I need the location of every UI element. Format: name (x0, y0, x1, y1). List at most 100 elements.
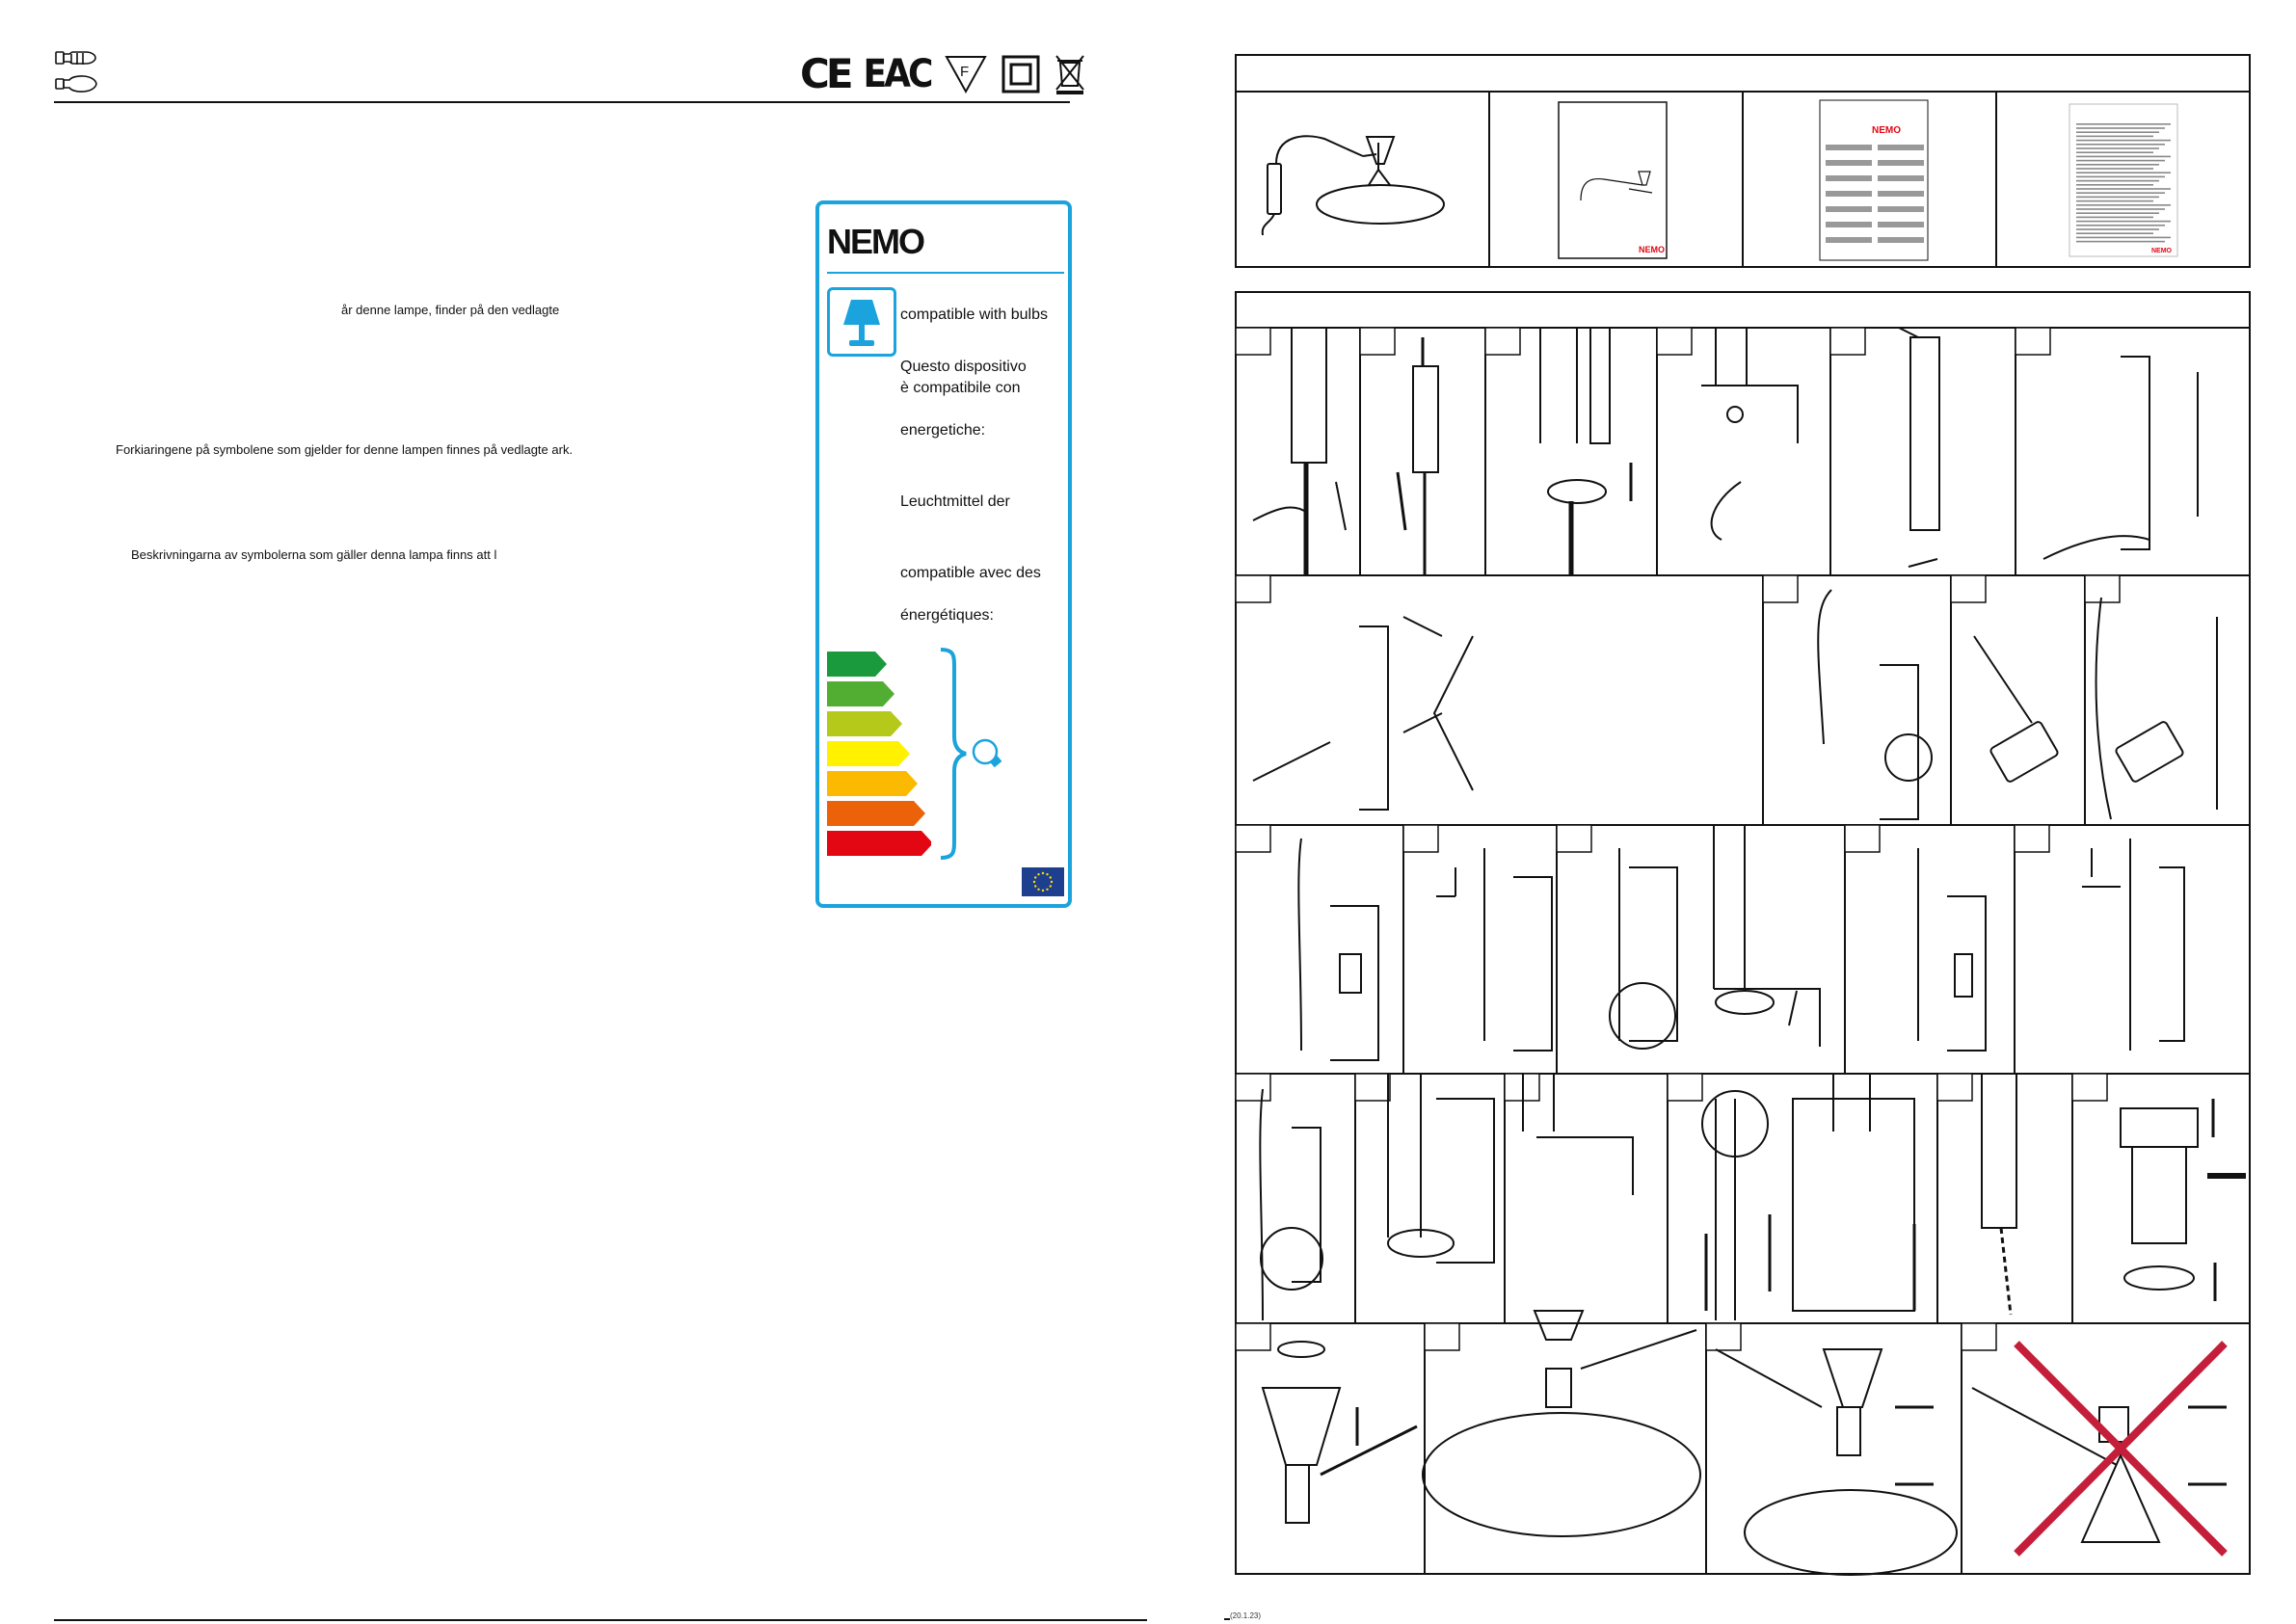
sheet-brand: NEMO (1872, 125, 1901, 136)
energy-label-line-6: compatible avec des (900, 565, 1041, 581)
instruction-sheet-thumbnail: NEMO (1819, 99, 1929, 261)
eu-star (1041, 889, 1045, 892)
symbols-sheet-thumbnail: NEMO (2069, 103, 2178, 257)
symbols-text-line (2076, 131, 2159, 133)
eu-star (1037, 888, 1040, 891)
energy-label-rule (827, 272, 1064, 274)
footer-rule (54, 1619, 1147, 1621)
step-row-4 (1354, 1074, 2073, 1323)
energy-class-arrow (827, 681, 894, 706)
sheet-text-line (1826, 175, 1872, 181)
sheet-text-line (1826, 206, 1872, 212)
sheet-text-line (1878, 237, 1924, 243)
symbols-text-line (2076, 172, 2171, 173)
step-row-1 (1359, 328, 2016, 575)
eu-star (1046, 873, 1049, 876)
energy-label-line-3: è compatibile con (900, 380, 1021, 396)
class-brace (940, 648, 1002, 860)
wrong-assembly-cross-icon (2014, 1341, 2228, 1557)
energy-label-line-2: Questo dispositivo (900, 359, 1027, 375)
halogen-bulb-icon (55, 75, 97, 93)
sheet-text-line (1878, 191, 1924, 197)
step-number-tab (1235, 1322, 1271, 1351)
symbols-text-line (2076, 164, 2159, 166)
danish-symbols-text: år denne lampe, finder på den vedlagte (341, 303, 560, 317)
energy-label: NEMO compatible with bulbs Questo dispos… (815, 200, 1072, 908)
norwegian-symbols-text: Forkiaringene på symbolene som gjelder f… (116, 442, 574, 457)
symbols-text-line (2076, 200, 2153, 202)
lamp-thumbnail (1261, 135, 1445, 236)
step-number-tab (1235, 1073, 1271, 1102)
table-lamp-icon (827, 287, 896, 357)
symbols-text-line (2076, 204, 2171, 206)
class-ii-icon (1001, 55, 1040, 93)
symbols-text-line (2076, 159, 2165, 162)
symbols-text-line (2076, 232, 2153, 234)
step-number-tab (1235, 574, 1271, 603)
step-number-tab (1961, 1322, 1997, 1351)
eu-star (1041, 871, 1045, 875)
symbols-text-line (2076, 139, 2171, 142)
step-number-tab (1829, 327, 1866, 356)
sheet-text-line (1878, 145, 1924, 150)
energy-label-line-4: energetiche: (900, 422, 986, 439)
step-number-tab (2071, 1073, 2108, 1102)
energy-class-scale (827, 652, 931, 856)
symbols-text-line (2076, 188, 2171, 190)
eu-star (1032, 880, 1036, 884)
lightbulb-icon (972, 738, 1002, 768)
f-mark-icon: F (945, 56, 988, 94)
eu-star (1034, 885, 1037, 888)
cover-brand: NEMO (1639, 245, 1665, 254)
symbols-text-line (2076, 228, 2159, 230)
left-page: CE EAC F år denne lampe, finder på den v… (0, 0, 1147, 1624)
eu-star (1049, 885, 1052, 888)
header-rule (54, 101, 1070, 103)
symbols-text-line (2076, 179, 2159, 182)
energy-class-arrow (827, 771, 918, 796)
step-number-tab (2015, 327, 2051, 356)
step-number-tab (2084, 574, 2121, 603)
steps-panel (1235, 291, 2251, 1575)
sheet-text-line (1878, 222, 1924, 227)
symbols-text-line (2076, 196, 2159, 199)
step-number-tab (1402, 824, 1439, 853)
step-number-tab (1424, 1322, 1460, 1351)
step-number-tab (1667, 1073, 1703, 1102)
assembly-instructions: NEMO NEMO NEMO (1224, 54, 2251, 1620)
energy-label-line-7: énergétiques: (900, 607, 994, 624)
symbols-text-line (2076, 184, 2153, 186)
certification-marks: CE EAC F (800, 52, 1086, 96)
energy-label-line-1: compatible with bulbs (900, 306, 1048, 323)
step-number-tab (1950, 574, 1987, 603)
symbols-text-line (2076, 127, 2165, 129)
energy-class-arrow (827, 741, 910, 766)
symbols-text-line (2076, 216, 2153, 219)
symbols-text-line (2076, 144, 2165, 146)
document-code: (20.1.23) (1230, 1611, 1262, 1620)
swedish-symbols-text: Beskrivningarna av symbolerna som gäller… (131, 547, 497, 562)
symbols-text-line (2076, 192, 2165, 194)
eu-flag-icon (1022, 867, 1064, 896)
energy-class-arrow (827, 801, 925, 826)
symbols-sheet-brand: NEMO (2151, 248, 2173, 254)
step-illustrations (1252, 327, 2246, 1576)
step-number-tab (1762, 574, 1799, 603)
energy-label-line-5: Leuchtmittel der (900, 493, 1010, 510)
eu-star (1046, 888, 1049, 891)
symbols-text-line (2076, 208, 2165, 210)
sheet-text-line (1826, 160, 1872, 166)
step-row-3 (1402, 825, 2016, 1074)
symbols-text-line (2076, 240, 2165, 243)
sheet-text-line (1878, 160, 1924, 166)
symbols-text-line (2076, 220, 2171, 223)
weee-bin-icon (1055, 55, 1085, 94)
energy-label-brand: NEMO (827, 222, 925, 261)
step-number-tab (1844, 824, 1881, 853)
symbols-text-line (2076, 147, 2159, 149)
eu-star (1037, 873, 1040, 876)
symbols-text-line (2076, 151, 2153, 153)
sheet-text-line (1826, 191, 1872, 197)
eac-mark: EAC (863, 52, 934, 96)
sheet-text-line (1878, 175, 1924, 181)
